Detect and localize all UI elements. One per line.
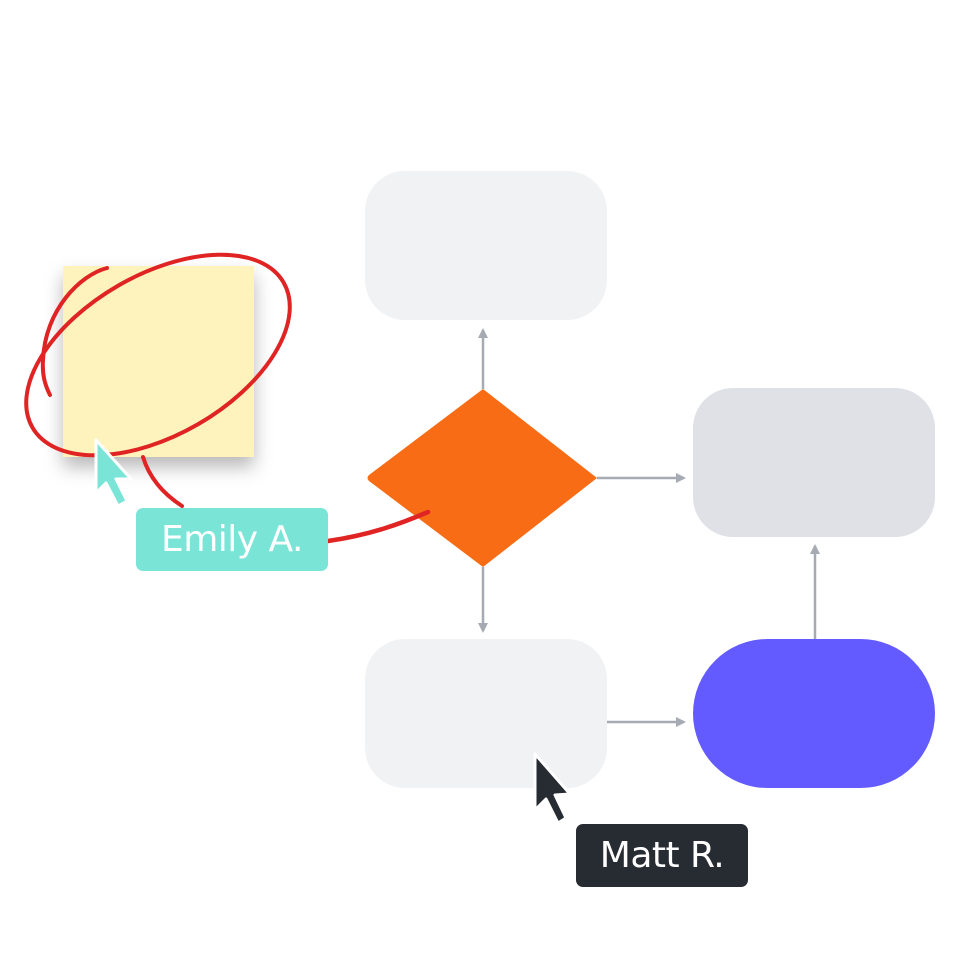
decision-diamond[interactable]: [367, 389, 598, 567]
sticky-note[interactable]: [63, 266, 254, 457]
process-box-right[interactable]: [693, 388, 935, 537]
terminal-pill[interactable]: [693, 639, 935, 788]
annotation-line: [141, 455, 184, 508]
annotation-stroke: [40, 266, 109, 397]
annotation-line-2: [325, 509, 431, 544]
process-box-top[interactable]: [365, 171, 607, 320]
matt-cursor-icon: [533, 752, 572, 825]
process-box-bottom[interactable]: [365, 639, 607, 788]
annotation-circle: [24, 252, 292, 458]
collaborator-label-emily: Emily A.: [136, 508, 328, 571]
emily-cursor-icon: [94, 438, 133, 508]
collaborator-label-matt: Matt R.: [576, 824, 748, 887]
